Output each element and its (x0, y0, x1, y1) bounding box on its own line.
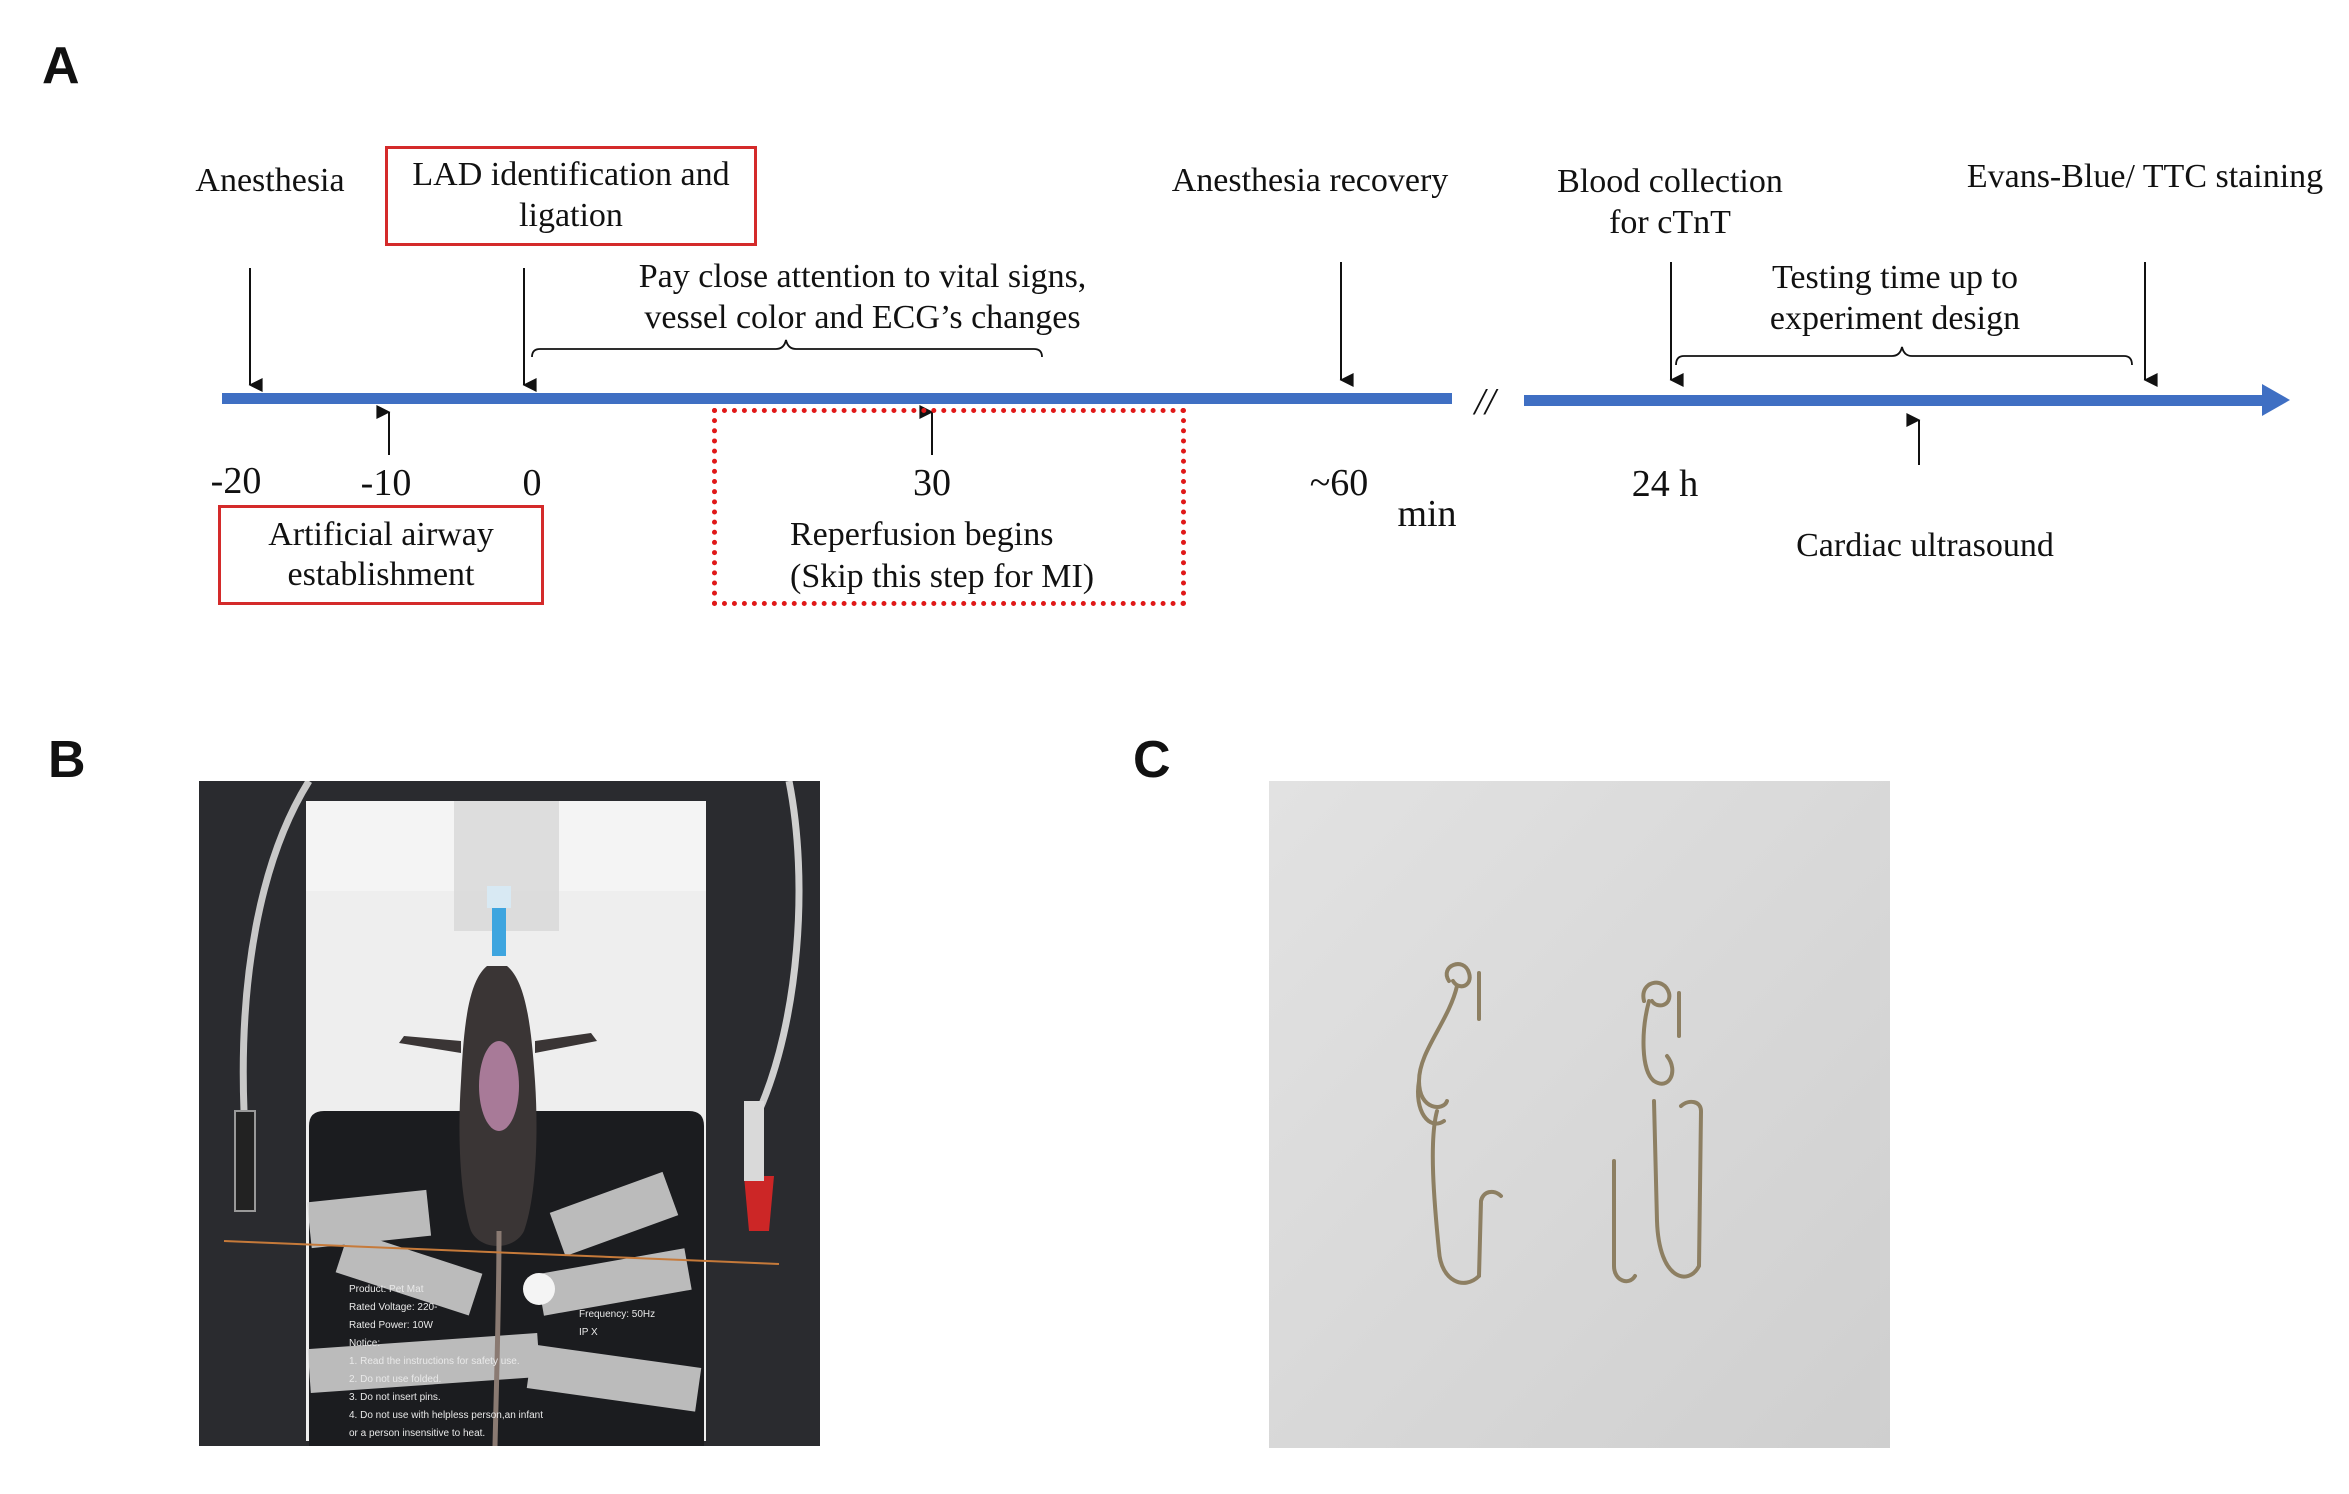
brace-testing-time (1675, 346, 2133, 366)
photo-mouse-setup: Product: Pet Mat Rated Voltage: 220- Rat… (199, 781, 820, 1446)
heating-pad-line: 4. Do not use with helpless person,an in… (349, 1410, 544, 1421)
box-artificial-airway (218, 505, 544, 605)
brace-vital-signs (531, 339, 1043, 358)
heating-pad-line: IP X (579, 1327, 598, 1338)
timeline-axis-arrowhead (2262, 384, 2290, 416)
axis-break-mark: // (1474, 381, 1496, 423)
label-vital-line1: Pay close attention to vital signs, (638, 258, 1087, 295)
label-reperfusion-line1: Reperfusion begins (790, 516, 1054, 553)
heating-pad-line: or a person insensitive to heat. (349, 1428, 486, 1439)
heating-pad-line: Frequency: 50Hz (579, 1309, 656, 1320)
timeline-axis-right (1524, 395, 2270, 406)
heating-pad-line: Notice: (349, 1338, 381, 1349)
heating-pad-line: Product: Pet Mat (349, 1284, 424, 1295)
label-lad-line1: LAD identification and (412, 156, 730, 193)
heating-pad-line: Rated Power: 10W (349, 1320, 433, 1331)
label-anesthesia: Anesthesia (195, 162, 345, 199)
label-testing-line1: Testing time up to (1772, 259, 2018, 296)
heating-pad-line: 2. Do not use folded. (349, 1374, 442, 1385)
label-blood-line2: for cTnT (1609, 204, 1731, 241)
panel-label-b: B (48, 731, 86, 789)
tick-60: ~60 (1309, 462, 1369, 504)
label-vital-line2: vessel color and ECG’s changes (644, 299, 1081, 336)
label-anesthesia-recovery: Anesthesia recovery (1171, 162, 1449, 199)
label-cardiac-ultrasound: Cardiac ultrasound (1796, 527, 2054, 564)
timeline-graphics (222, 262, 2290, 465)
heating-pad-text-right: Frequency: 50Hz IP X (579, 1306, 655, 1342)
panel-label-c: C (1133, 731, 1171, 789)
hook-left (1416, 962, 1503, 1285)
label-lad-line2: ligation (519, 197, 623, 234)
panel-label-a: A (42, 37, 80, 95)
tick-0: 0 (522, 462, 542, 504)
tick-unit-min: min (1397, 493, 1457, 535)
label-evans-blue: Evans-Blue/ TTC staining (1966, 158, 2324, 195)
box-reperfusion (712, 408, 1186, 606)
heating-pad-line: Rated Voltage: 220- (349, 1302, 438, 1313)
box-lad-ligation (385, 146, 757, 246)
label-airway-line1: Artificial airway (268, 516, 494, 553)
label-testing-line2: experiment design (1769, 300, 2021, 337)
label-blood-line1: Blood collection (1557, 163, 1783, 200)
hook-right (1612, 980, 1704, 1284)
tick-minus20: -20 (210, 460, 262, 502)
timeline-axis-left (222, 393, 1452, 404)
heating-pad-line: 3. Do not insert pins. (349, 1392, 441, 1403)
heating-pad-line: 1. Read the instructions for safety use. (349, 1356, 520, 1367)
tick-24h: 24 h (1631, 463, 1699, 505)
tick-minus10: -10 (360, 462, 412, 504)
heating-pad-text: Product: Pet Mat Rated Voltage: 220- Rat… (349, 1281, 543, 1443)
label-airway-line2: establishment (287, 556, 475, 593)
tick-30: 30 (913, 462, 951, 504)
photo-retractor-hooks (1269, 781, 1890, 1448)
label-reperfusion-line2: (Skip this step for MI) (790, 558, 1095, 595)
photo-hooks-illustration (1269, 781, 1890, 1448)
photo-mouse-illustration (199, 781, 820, 1446)
